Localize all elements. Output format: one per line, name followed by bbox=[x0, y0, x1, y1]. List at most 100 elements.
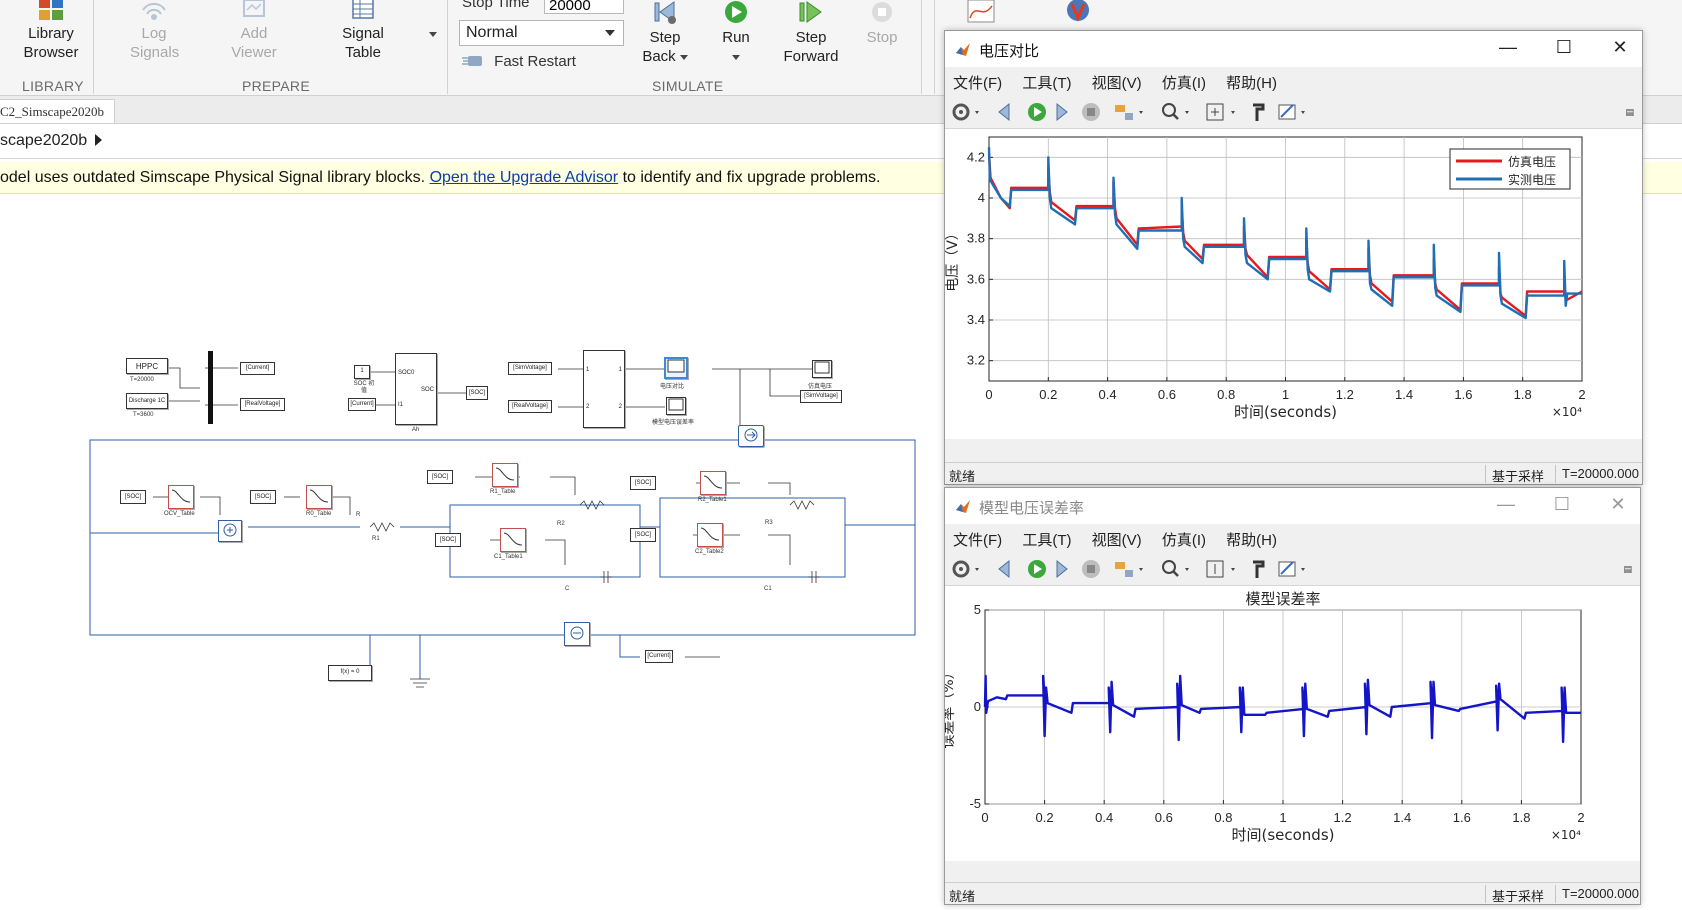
menu-help[interactable]: 帮助(H) bbox=[1226, 75, 1277, 92]
log-signals-button[interactable]: Log Signals bbox=[130, 0, 179, 62]
library-browser-icon bbox=[39, 0, 63, 20]
discharge-source-block[interactable]: Discharge 1C bbox=[126, 393, 168, 409]
menu-tools[interactable]: 工具(T) bbox=[1022, 532, 1072, 549]
stop-button[interactable]: Stop bbox=[862, 0, 902, 47]
mux-bar-block[interactable] bbox=[208, 351, 213, 424]
menu-file[interactable]: 文件(F) bbox=[953, 75, 1003, 92]
chart1-series-0-line bbox=[983, 674, 1581, 744]
stop-icon bbox=[872, 2, 892, 22]
style-icon bbox=[1278, 104, 1296, 120]
from-soc-tag-c1[interactable]: [SOC] bbox=[435, 533, 461, 547]
from-soc-tag-r0[interactable]: [SOC] bbox=[250, 490, 276, 504]
r0-lookup-block[interactable] bbox=[306, 485, 332, 509]
maximize-button[interactable]: ☐ bbox=[1553, 494, 1571, 514]
goto-simvoltage-tag[interactable]: [SimVoltage] bbox=[800, 390, 842, 403]
menu-help[interactable]: 帮助(H) bbox=[1226, 532, 1277, 549]
run-button[interactable]: Run bbox=[716, 0, 756, 66]
chart0-x-tick-label: 0.2 bbox=[1039, 387, 1057, 402]
stop-time-input[interactable] bbox=[544, 0, 624, 14]
menu-simulation[interactable]: 仿真(I) bbox=[1161, 75, 1206, 92]
step-back-button[interactable]: Step Back bbox=[640, 0, 690, 66]
model-canvas[interactable]: HPPC T=20000 Discharge 1C T=3600 [Curren… bbox=[0, 195, 950, 910]
scope2-titlebar[interactable]: 模型电压误差率 — ☐ ✕ bbox=[945, 488, 1640, 524]
ocv-lookup-block[interactable] bbox=[168, 485, 194, 509]
hppc-period-caption: T=20000 bbox=[130, 377, 154, 383]
model-tab[interactable]: C2_Simscape2020b bbox=[0, 99, 115, 124]
solver-configuration-block[interactable]: f(x) = 0 bbox=[328, 665, 372, 681]
chart0-x-tick-label: 0 bbox=[985, 387, 992, 402]
logic-analyzer-icon[interactable] bbox=[1063, 0, 1093, 26]
breadcrumb-model[interactable]: scape2020b bbox=[0, 132, 88, 149]
from-current-tag[interactable]: [Current] bbox=[348, 398, 376, 411]
error-rate-scope-window: 模型电压误差率 — ☐ ✕ 文件(F) 工具(T) 视图(V) 仿真(I) 帮助… bbox=[940, 487, 1642, 905]
goto-soc-tag[interactable]: [SOC] bbox=[466, 386, 488, 400]
voltage-sensor-block[interactable] bbox=[738, 425, 764, 447]
goto-realvoltage-tag[interactable]: [RealVoltage] bbox=[240, 398, 285, 411]
current-source-block[interactable] bbox=[564, 622, 590, 646]
undock-icon[interactable]: ▤ bbox=[1623, 564, 1632, 574]
menu-file[interactable]: 文件(F) bbox=[953, 532, 1003, 549]
menu-view[interactable]: 视图(V) bbox=[1091, 532, 1142, 549]
simulation-mode-select[interactable]: Normal bbox=[459, 20, 624, 46]
chart0-x-tick-label: 0.8 bbox=[1217, 387, 1235, 402]
from-soc-tag-r1[interactable]: [SOC] bbox=[427, 470, 453, 484]
step-forward-button[interactable]: Step Forward bbox=[782, 0, 840, 66]
minimize-button[interactable]: — bbox=[1499, 37, 1517, 57]
menu-tools[interactable]: 工具(T) bbox=[1022, 75, 1072, 92]
status-ready: 就绪 bbox=[949, 469, 976, 484]
from-realvoltage-tag[interactable]: [RealVoltage] bbox=[508, 400, 552, 413]
status-time: T=20000.000 bbox=[1555, 465, 1645, 483]
style-icon bbox=[1278, 561, 1296, 577]
from-soc-tag-r2[interactable]: [SOC] bbox=[630, 476, 656, 490]
prepare-more-button[interactable] bbox=[425, 26, 437, 44]
sim-voltage-scope-block[interactable] bbox=[812, 360, 832, 378]
r2-lookup-block[interactable] bbox=[700, 471, 726, 495]
from-soc-tag-ocv[interactable]: [SOC] bbox=[120, 490, 146, 504]
error-calc-subsystem[interactable]: 1 2 1 2 bbox=[583, 350, 625, 428]
fast-restart-toggle[interactable]: Fast Restart bbox=[462, 53, 576, 70]
chart0-x-multiplier: ×10⁴ bbox=[1552, 405, 1582, 419]
hppc-source-block[interactable]: HPPC bbox=[126, 358, 168, 374]
library-browser-button[interactable]: Library Browser bbox=[18, 0, 84, 62]
chart0-x-tick-label: 1.2 bbox=[1336, 387, 1354, 402]
ah-integrator-block[interactable]: SOC0 I1 SOC bbox=[395, 353, 437, 425]
simulate-section-label: SIMULATE bbox=[652, 78, 724, 94]
c1-capacitor-caption: C1 bbox=[764, 586, 772, 592]
constant-block[interactable]: 1 bbox=[354, 365, 370, 379]
data-inspector-icon[interactable] bbox=[966, 0, 996, 24]
run-icon bbox=[1028, 560, 1046, 578]
c2-lookup-block[interactable] bbox=[697, 523, 723, 547]
menu-simulation[interactable]: 仿真(I) bbox=[1161, 532, 1206, 549]
signal-table-button[interactable]: Signal Table bbox=[334, 0, 392, 62]
close-button[interactable]: ✕ bbox=[1610, 494, 1626, 514]
goto-current-tag[interactable]: [Current] bbox=[240, 362, 275, 375]
r1-lookup-block[interactable] bbox=[492, 463, 518, 487]
from-simvoltage-tag[interactable]: [SimVoltage] bbox=[508, 362, 552, 375]
maximize-button[interactable]: ☐ bbox=[1555, 37, 1573, 57]
library-section-label: LIBRARY bbox=[22, 78, 84, 94]
add-viewer-button[interactable]: Add Viewer bbox=[226, 0, 282, 62]
from-current-tag-source[interactable]: [Current] bbox=[645, 650, 673, 663]
error-scope-block[interactable] bbox=[666, 397, 686, 415]
chart0-y-tick-label: 3.4 bbox=[967, 312, 985, 327]
matlab-icon bbox=[956, 43, 970, 56]
upgrade-advisor-link[interactable]: Open the Upgrade Advisor bbox=[429, 169, 619, 186]
scope1-titlebar[interactable]: 电压对比 — ☐ ✕ bbox=[945, 31, 1642, 67]
close-button[interactable]: ✕ bbox=[1612, 37, 1628, 57]
chart1-x-tick-label: 0 bbox=[981, 810, 988, 825]
voltage-compare-scope-block[interactable] bbox=[664, 357, 688, 379]
from-soc-tag-c2[interactable]: [SOC] bbox=[630, 528, 656, 542]
signal-wires bbox=[89, 367, 916, 688]
minimize-button[interactable]: — bbox=[1497, 494, 1515, 514]
controlled-voltage-source-block[interactable] bbox=[218, 520, 242, 542]
undock-icon[interactable]: ▤ bbox=[1625, 107, 1634, 117]
scope-icon bbox=[814, 361, 830, 374]
c1-lookup-block[interactable] bbox=[500, 528, 526, 552]
chart0-y-axis-label: 电压（V） bbox=[945, 226, 961, 292]
r3-resistor-caption: R3 bbox=[765, 520, 773, 526]
scope3-caption: 仿真电压 bbox=[808, 384, 833, 390]
menu-view[interactable]: 视图(V) bbox=[1091, 75, 1142, 92]
